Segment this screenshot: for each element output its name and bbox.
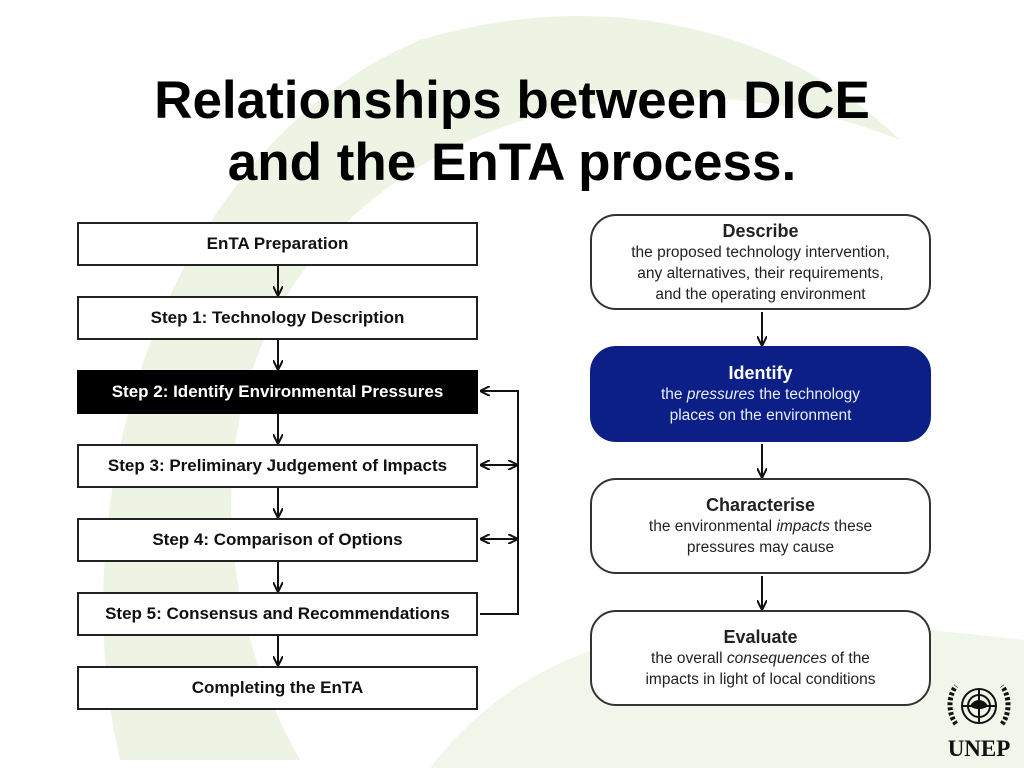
step-1-technology-description: Step 1: Technology Description: [77, 296, 478, 340]
step-completing-enta: Completing the EnTA: [77, 666, 478, 710]
dice-title: Identify: [728, 363, 793, 383]
step-label: EnTA Preparation: [206, 234, 349, 253]
dice-desc-line: impacts in light of local conditions: [645, 671, 876, 688]
step-4-comparison-of-options: Step 4: Comparison of Options: [77, 518, 478, 562]
step-label: Step 3: Preliminary Judgement of Impacts: [107, 456, 448, 475]
step-enta-preparation: EnTA Preparation: [77, 222, 478, 266]
slide-title: Relationships between DICE and the EnTA …: [0, 70, 1024, 194]
dice-evaluate: Evaluate the overall consequences of the…: [590, 610, 931, 706]
step-label: Step 1: Technology Description: [150, 308, 405, 327]
dice-identify: Identify the pressures the technology pl…: [590, 346, 931, 442]
step-label: Step 2: Identify Environmental Pressures: [111, 382, 444, 401]
dice-desc-line: places on the environment: [669, 407, 852, 424]
dice-desc-line: the proposed technology intervention,: [631, 243, 890, 261]
dice-title: Evaluate: [723, 627, 798, 647]
dice-title: Characterise: [705, 495, 816, 515]
step-label: Completing the EnTA: [191, 678, 364, 697]
step-5-consensus: Step 5: Consensus and Recommendations: [77, 592, 478, 636]
title-line-1: Relationships between DICE: [154, 71, 870, 130]
title-line-2: and the EnTA process.: [227, 133, 797, 192]
un-emblem-icon: [947, 684, 1011, 726]
dice-desc-line: the pressures the technology: [660, 386, 861, 403]
step-label: Step 4: Comparison of Options: [152, 530, 403, 549]
unep-logo-text: UNEP: [947, 736, 1011, 761]
step-2-identify-pressures: Step 2: Identify Environmental Pressures: [77, 370, 478, 414]
dice-desc-line: pressures may cause: [686, 539, 835, 556]
dice-desc-line: and the operating environment: [655, 285, 866, 303]
dice-describe: Describe the proposed technology interve…: [590, 214, 931, 310]
dice-title: Describe: [722, 220, 799, 241]
dice-desc-line: the environmental impacts these: [648, 518, 873, 535]
dice-characterise: Characterise the environmental impacts t…: [590, 478, 931, 574]
dice-desc-line: any alternatives, their requirements,: [637, 264, 884, 282]
dice-desc-line: the overall consequences of the: [651, 650, 870, 667]
step-label: Step 5: Consensus and Recommendations: [105, 604, 450, 623]
step-3-preliminary-judgement: Step 3: Preliminary Judgement of Impacts: [77, 444, 478, 488]
